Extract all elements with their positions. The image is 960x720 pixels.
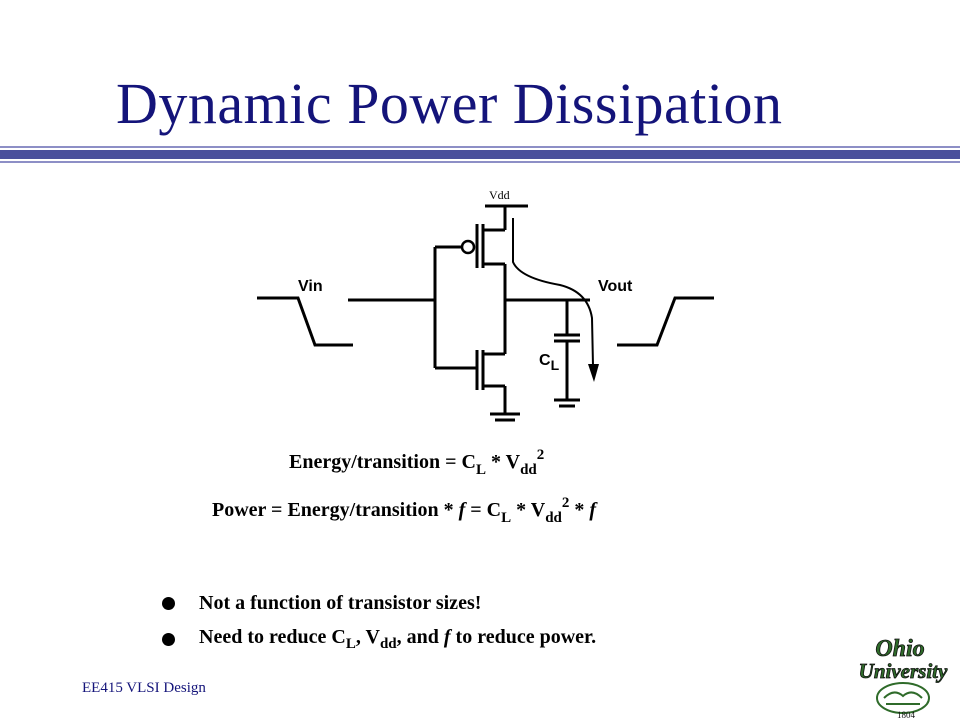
power-equation: Power = Energy/transition * f = CL * Vdd… [212,495,597,526]
energy-equation: Energy/transition = CL * Vdd2 [289,447,545,478]
bullet-dot-icon [162,633,175,646]
title-rule-thin-bottom [0,161,960,163]
cap-ground-symbol [554,398,580,408]
vout-label: Vout [598,278,633,295]
nmos-ground-symbol [490,412,520,422]
vout-waveform [617,296,714,347]
vdd-label: Vdd [489,188,510,202]
vin-label: Vin [298,278,323,295]
nmos-transistor [475,300,507,414]
svg-text:1804: 1804 [897,710,916,720]
svg-text:University: University [859,659,948,683]
arrow-head [588,364,599,382]
title-rule-thick [0,150,960,159]
ohio-university-logo: Ohio University 1804 [858,636,948,720]
course-footer: EE415 VLSI Design [82,680,206,696]
gate-wiring [348,245,477,370]
bullet-text: Need to reduce CL, Vdd, and f to reduce … [199,626,597,652]
slide-title: Dynamic Power Dissipation [116,71,783,136]
svg-text:Ohio: Ohio [875,636,924,662]
pmos-gate-bubble [460,239,476,255]
bullet-text: Not a function of transistor sizes! [199,592,482,614]
load-capacitor [554,300,580,400]
title-rule-thin-top [0,146,960,148]
bullet-item-reduce-power: Need to reduce CL, Vdd, and f to reduce … [162,626,596,653]
vin-waveform [257,296,353,347]
cap-label: CL [539,352,560,373]
bullet-dot-icon [162,597,175,610]
seal-icon [876,682,930,714]
pmos-transistor [460,206,507,300]
current-flow-arrow [512,218,594,367]
bullet-item-transistor-sizes: Not a function of transistor sizes! [162,592,481,615]
